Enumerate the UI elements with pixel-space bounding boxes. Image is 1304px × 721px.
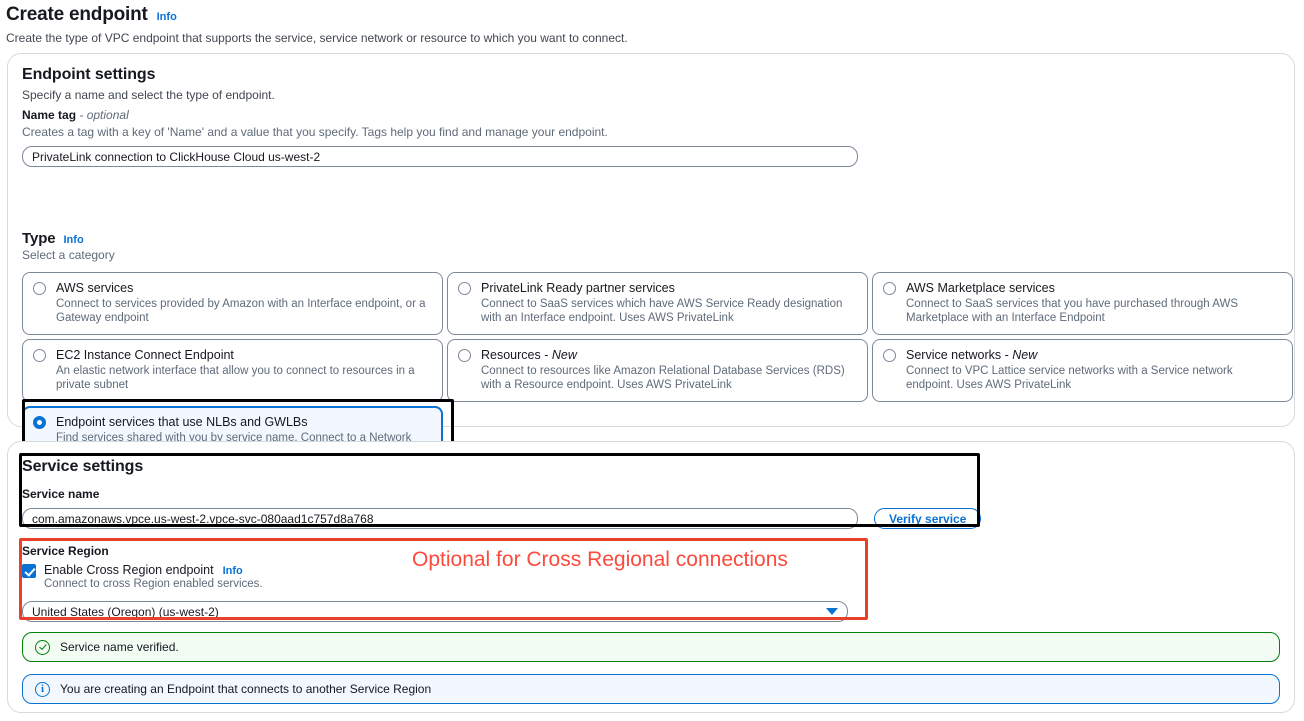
radio-button-icon[interactable] [33, 416, 46, 429]
page-description: Create the type of VPC endpoint that sup… [6, 31, 628, 45]
service-region-group: Service Region Enable Cross Region endpo… [22, 544, 862, 622]
type-option-card[interactable]: EC2 Instance Connect Endpoint An elastic … [22, 339, 443, 402]
name-tag-label-text: Name tag [22, 108, 77, 122]
cross-region-info-alert-text: You are creating an Endpoint that connec… [60, 682, 432, 696]
service-settings-panel: Service settings Service name com.amazon… [7, 441, 1295, 713]
radio-button-icon[interactable] [33, 349, 46, 362]
type-option-title: PrivateLink Ready partner services [481, 281, 675, 295]
type-option-description: Connect to SaaS services that you have p… [906, 298, 1238, 324]
name-tag-field-group: Name tag - optional Creates a tag with a… [22, 108, 872, 167]
chevron-down-icon [826, 608, 838, 615]
page-header: Create endpoint Info Create the type of … [0, 0, 1304, 45]
service-verified-alert: Service name verified. [22, 632, 1280, 662]
check-circle-icon [35, 639, 50, 655]
type-option-description: Connect to resources like Amazon Relatio… [481, 365, 845, 391]
type-option-description: Connect to services provided by Amazon w… [56, 298, 426, 324]
type-option-new-badge: New [551, 348, 577, 362]
type-heading-group: Type Info Select a category [22, 230, 115, 262]
service-region-label: Service Region [22, 544, 109, 558]
name-tag-input[interactable]: PrivateLink connection to ClickHouse Clo… [22, 146, 858, 167]
cross-region-checkbox-row[interactable]: Enable Cross Region endpoint Info Connec… [22, 563, 862, 590]
type-label: Type [22, 230, 56, 247]
service-name-label: Service name [22, 487, 100, 501]
page-info-link[interactable]: Info [156, 11, 177, 23]
radio-button-icon[interactable] [33, 282, 46, 295]
radio-button-icon[interactable] [883, 282, 896, 295]
alerts-container: Service name verified. i You are creatin… [22, 632, 1280, 704]
endpoint-settings-heading: Endpoint settings Specify a name and sel… [22, 66, 275, 102]
name-tag-description: Creates a tag with a key of 'Name' and a… [22, 125, 608, 139]
service-region-select-value: United States (Oregon) (us-west-2) [32, 604, 219, 619]
cross-region-annotation-text: Optional for Cross Regional connections [412, 548, 788, 571]
type-option-title: Resources - New [481, 348, 577, 362]
verify-service-button[interactable]: Verify service [874, 508, 982, 529]
info-circle-icon: i [35, 681, 50, 697]
cross-region-info-link[interactable]: Info [222, 565, 243, 577]
type-subtitle: Select a category [22, 248, 115, 262]
endpoint-settings-subtitle: Specify a name and select the type of en… [22, 88, 275, 102]
endpoint-settings-panel: Endpoint settings Specify a name and sel… [7, 53, 1295, 483]
service-settings-heading: Service settings [22, 458, 143, 476]
service-name-input[interactable]: com.amazonaws.vpce.us-west-2.vpce-svc-08… [22, 508, 858, 529]
cross-region-checkbox-description: Connect to cross Region enabled services… [44, 578, 263, 590]
type-option-description: An elastic network interface that allow … [56, 365, 415, 391]
name-tag-label: Name tag - optional [22, 108, 872, 122]
type-option-title: AWS Marketplace services [906, 281, 1055, 295]
type-option-title: Service networks - New [906, 348, 1038, 362]
page-title: Create endpoint [6, 4, 148, 25]
service-verified-alert-text: Service name verified. [60, 640, 179, 654]
cross-region-checkbox-label: Enable Cross Region endpoint [44, 563, 214, 577]
type-option-title: EC2 Instance Connect Endpoint [56, 348, 234, 362]
type-option-description: Connect to VPC Lattice service networks … [906, 365, 1233, 391]
service-name-field-group: Service name com.amazonaws.vpce.us-west-… [22, 487, 982, 529]
cross-region-checkbox[interactable] [22, 564, 36, 578]
type-option-description: Connect to SaaS services which have AWS … [481, 298, 843, 324]
name-tag-input-value: PrivateLink connection to ClickHouse Clo… [32, 149, 321, 164]
type-option-title: AWS services [56, 281, 134, 295]
service-name-input-value: com.amazonaws.vpce.us-west-2.vpce-svc-08… [32, 511, 374, 526]
radio-button-icon[interactable] [458, 282, 471, 295]
cross-region-info-alert: i You are creating an Endpoint that conn… [22, 674, 1280, 704]
type-option-title: Endpoint services that use NLBs and GWLB… [56, 415, 308, 429]
service-region-select[interactable]: United States (Oregon) (us-west-2) [22, 601, 848, 622]
type-option-new-badge: New [1012, 348, 1038, 362]
endpoint-settings-title: Endpoint settings [22, 66, 156, 83]
type-option-text: EC2 Instance Connect Endpoint An elastic … [56, 348, 432, 392]
type-info-link[interactable]: Info [63, 234, 84, 246]
name-tag-optional-suffix: - optional [79, 108, 129, 122]
radio-button-icon[interactable] [458, 349, 471, 362]
radio-button-icon[interactable] [883, 349, 896, 362]
service-settings-title: Service settings [22, 458, 144, 475]
